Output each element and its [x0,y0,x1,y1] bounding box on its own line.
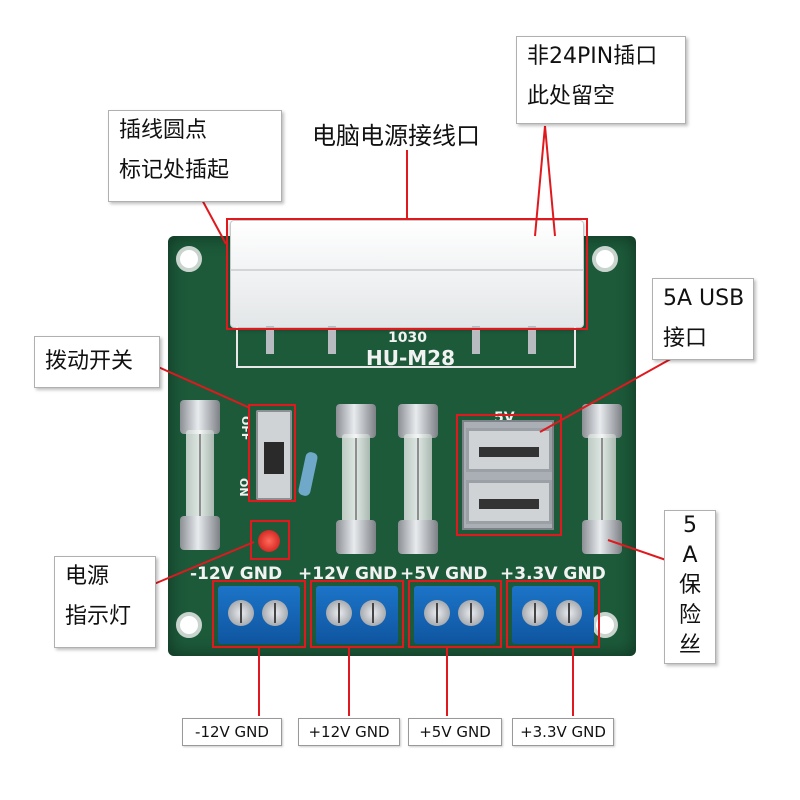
fuse [336,404,376,554]
title-connector: 电脑电源接线口 [312,122,480,150]
callout-fuse-char: A [682,543,698,568]
connector-pin [528,326,536,354]
connector-pin [472,326,480,354]
rail-label-p5: +5V GND [400,564,488,584]
callout-fuse-char: 丝 [678,633,701,658]
highlight-usb [456,414,562,536]
callout-usb-line1: 5A USB [663,286,745,311]
callout-fuse-char: 保 [678,573,701,598]
bottom-tag-p12: +12V GND [298,718,400,746]
usb-port-1[interactable] [466,428,552,472]
bottom-tag-p33: +3.3V GND [512,718,614,746]
terminal-p5[interactable] [414,586,496,644]
callout-no24pin-line2: 此处留空 [527,84,616,109]
leader-switch [155,365,251,409]
callout-dot-line1: 插线圆点 [119,118,208,143]
leader-fuse [607,539,667,561]
leader-p5 [446,648,448,716]
highlight-led [250,520,290,560]
bottom-tag-p5: +5V GND [408,718,502,746]
callout-no24pin-line1: 非24PIN插口 [527,44,658,69]
mount-hole [176,246,202,272]
highlight-terminal-p33 [506,580,600,648]
callout-power-line2: 指示灯 [65,604,132,629]
callout-fuse: 5 A 保 险 丝 [664,510,716,664]
usb-port-2[interactable] [466,480,552,524]
callout-usb-line2: 接口 [663,326,708,351]
callout-dot-line2: 标记处插起 [119,158,230,183]
callout-switch: 拨动开关 [34,336,160,388]
callout-power-line1: 电源 [65,564,110,589]
leader-m12 [258,648,260,716]
rail-label-m12: -12V GND [190,564,283,584]
board-model: HU-M28 [366,346,456,370]
leader-usb [539,355,677,433]
highlight-terminal-m12 [212,580,306,648]
callout-dot: 插线圆点 标记处插起 [108,110,282,202]
leader-dot [199,195,227,245]
power-led [258,530,280,552]
callout-no24pin: 非24PIN插口 此处留空 [516,36,686,124]
rail-label-p33: +3.3V GND [500,564,606,584]
mount-hole [592,246,618,272]
leader-p12 [348,648,350,716]
mount-hole [592,612,618,638]
leader-p33 [572,648,574,716]
atx-24pin-connector [230,220,584,328]
callout-switch-label: 拨动开关 [45,349,134,374]
highlight-terminal-p12 [310,580,404,648]
rail-label-p12: +12V GND [298,564,398,584]
leader-led [153,541,255,585]
connector-pin [266,326,274,354]
terminal-p12[interactable] [316,586,398,644]
connector-pin [328,326,336,354]
callout-usb: 5A USB 接口 [652,278,754,360]
fuse [398,404,438,554]
board-code: 1030 [388,330,427,346]
fuse-right [582,404,622,554]
highlight-switch [248,404,296,502]
terminal-m12[interactable] [218,586,300,644]
leader-no24pin-a [534,125,546,237]
callout-fuse-char: 险 [678,603,701,628]
callout-power-led: 电源 指示灯 [54,556,156,648]
callout-fuse-char: 5 [683,513,697,538]
highlight-terminal-p5 [408,580,502,648]
bottom-tag-m12: -12V GND [182,718,282,746]
fuse-left [180,400,220,550]
leader-title [406,150,408,220]
connector-silk-outline [236,326,576,368]
mount-hole [176,612,202,638]
leader-no24pin-b [544,125,556,237]
toggle-switch[interactable] [256,410,292,500]
terminal-p33[interactable] [512,586,594,644]
